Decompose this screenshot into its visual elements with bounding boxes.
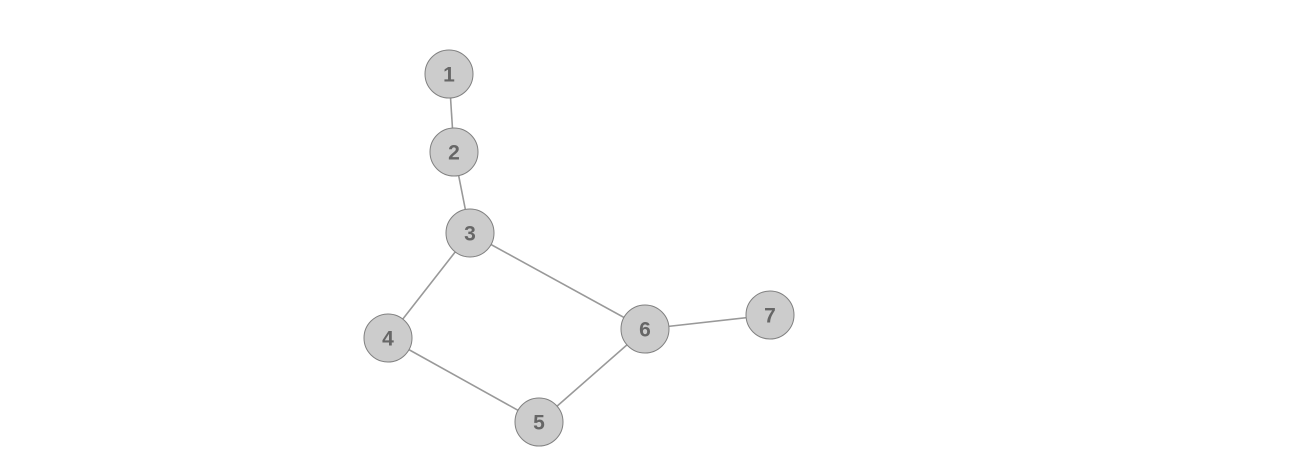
node-label: 7 xyxy=(764,305,776,328)
node-label: 2 xyxy=(448,142,460,165)
node-label: 6 xyxy=(639,319,651,342)
node-1: 1 xyxy=(424,49,474,99)
node-2: 2 xyxy=(429,127,479,177)
edge-3-6 xyxy=(469,232,646,330)
node-circle xyxy=(424,49,474,99)
node-5: 5 xyxy=(514,397,564,447)
node-label: 3 xyxy=(464,223,476,246)
node-4: 4 xyxy=(363,313,413,363)
node-6: 6 xyxy=(620,304,670,354)
nodes-layer: 1 2 3 4 5 6 7 xyxy=(363,49,795,447)
node-circle xyxy=(429,127,479,177)
node-circle xyxy=(745,290,795,340)
node-3: 3 xyxy=(445,208,495,258)
node-circle xyxy=(445,208,495,258)
node-label: 5 xyxy=(533,412,545,435)
edges-layer xyxy=(387,73,771,423)
node-label: 1 xyxy=(443,64,455,87)
edge-4-5 xyxy=(387,337,540,423)
node-label: 4 xyxy=(382,328,394,351)
node-circle xyxy=(514,397,564,447)
node-7: 7 xyxy=(745,290,795,340)
node-circle xyxy=(363,313,413,363)
node-circle xyxy=(620,304,670,354)
